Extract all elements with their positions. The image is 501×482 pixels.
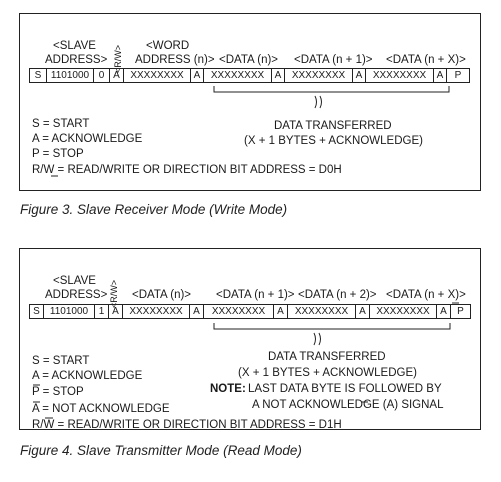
figure-3-frame bbox=[19, 13, 481, 191]
fig4-cell-ack: A bbox=[109, 305, 123, 318]
fig4-cell-ack: A bbox=[190, 305, 204, 318]
fig3-slave-label-line2: ADDRESS> bbox=[45, 54, 108, 66]
fig4-cell-address: 1101000 bbox=[44, 305, 95, 318]
fig3-cell-stop: P bbox=[454, 69, 462, 81]
fig3-cell-data: XXXXXXXX bbox=[285, 69, 353, 82]
fig3-data-n-label: <DATA (n)> bbox=[219, 54, 279, 66]
fig4-cell-data: XXXXXXXX bbox=[204, 305, 274, 318]
fig4-caption: Figure 4. Slave Transmitter Mode (Read M… bbox=[20, 443, 302, 458]
fig4-cell-not-ack: A bbox=[437, 305, 451, 318]
fig4-data-n2-label: <DATA (n + 2)> bbox=[298, 289, 377, 301]
fig4-bit-sequence: S 1101000 1 A XXXXXXXX A XXXXXXXX A XXXX… bbox=[29, 304, 471, 319]
fig3-bit-sequence: S 1101000 0 A XXXXXXXX A XXXXXXXX A XXXX… bbox=[29, 68, 470, 83]
fig3-cell-rw: 0 bbox=[94, 69, 110, 82]
fig3-cell-ack: A bbox=[191, 69, 204, 82]
fig4-legend-start: S = START bbox=[32, 355, 90, 367]
fig3-legend-stop: P = STOP bbox=[32, 148, 84, 160]
fig4-cell-rw: 1 bbox=[95, 305, 109, 318]
fig4-note-line1: LAST DATA BYTE IS FOLLOWED BY bbox=[248, 383, 442, 395]
fig4-cell-data: XXXXXXXX bbox=[370, 305, 437, 318]
fig3-transfer-line1: DATA TRANSFERRED bbox=[274, 120, 392, 132]
fig3-data-nx-label: <DATA (n + X)> bbox=[386, 54, 466, 66]
fig3-transfer-bracket bbox=[213, 86, 450, 93]
fig4-data-n-label: <DATA (n)> bbox=[132, 289, 192, 301]
fig4-data-n1-label: <DATA (n + 1)> bbox=[216, 289, 295, 301]
fig3-cell-data: XXXXXXXX bbox=[366, 69, 434, 82]
figure-4-frame bbox=[19, 248, 481, 430]
fig4-data-nx-label: <DATA (n + X)> bbox=[386, 289, 466, 301]
fig4-transfer-bracket bbox=[213, 323, 451, 330]
fig4-cell-data: XXXXXXXX bbox=[123, 305, 190, 318]
fig3-legend-rw: R/W = READ/WRITE OR DIRECTION BIT ADDRES… bbox=[32, 164, 342, 176]
fig3-data-n1-label: <DATA (n + 1)> bbox=[294, 54, 373, 66]
fig3-cell-start: S bbox=[30, 69, 47, 82]
fig4-slave-label-line1: <SLAVE bbox=[53, 275, 96, 287]
fig3-cell-ack: A bbox=[272, 69, 285, 82]
fig4-legend-rw: R/W = READ/WRITE OR DIRECTION BIT ADDRES… bbox=[32, 419, 342, 431]
fig3-word-label-line1: <WORD bbox=[146, 40, 190, 52]
fig3-legend-ack: A = ACKNOWLEDGE bbox=[32, 133, 143, 145]
fig4-cell-ack: A bbox=[356, 305, 370, 318]
fig4-cell-data: XXXXXXXX bbox=[288, 305, 356, 318]
fig3-cell-ack: A bbox=[353, 69, 366, 82]
fig4-note-label: NOTE: bbox=[210, 383, 246, 395]
fig3-break-symbol bbox=[314, 95, 322, 109]
fig4-transfer-line1: DATA TRANSFERRED bbox=[268, 351, 386, 363]
fig3-transfer-line2: (X + 1 BYTES + ACKNOWLEDGE) bbox=[244, 135, 423, 147]
fig3-slave-label-line1: <SLAVE bbox=[53, 40, 96, 52]
fig3-cell-address: 1101000 bbox=[47, 69, 94, 82]
fig4-break-symbol bbox=[313, 332, 321, 346]
fig4-cell-ack: A bbox=[274, 305, 288, 318]
fig3-legend-start: S = START bbox=[32, 118, 90, 130]
fig4-legend-stop: P = STOP bbox=[32, 386, 84, 398]
fig3-cell-word-address: XXXXXXXX bbox=[124, 69, 191, 82]
fig3-word-label-line2: ADDRESS (n)> bbox=[135, 54, 215, 66]
fig4-transfer-line2: (X + 1 BYTES + ACKNOWLEDGE) bbox=[238, 367, 417, 379]
fig4-cell-stop: P bbox=[457, 305, 464, 317]
fig3-caption: Figure 3. Slave Receiver Mode (Write Mod… bbox=[20, 202, 288, 217]
fig4-slave-label-line2: ADDRESS> bbox=[45, 289, 108, 301]
fig3-cell-ack: A bbox=[110, 69, 124, 82]
fig3-cell-ack: A bbox=[434, 69, 447, 82]
fig4-legend-not-ack: A = NOT ACKNOWLEDGE bbox=[32, 403, 170, 415]
fig4-note-line2: A NOT ACKNOWLEDGE (A) SIGNAL bbox=[252, 399, 444, 411]
fig4-legend-ack: A = ACKNOWLEDGE bbox=[32, 370, 143, 382]
fig4-cell-start: S bbox=[30, 305, 44, 318]
fig3-cell-data: XXXXXXXX bbox=[204, 69, 272, 82]
